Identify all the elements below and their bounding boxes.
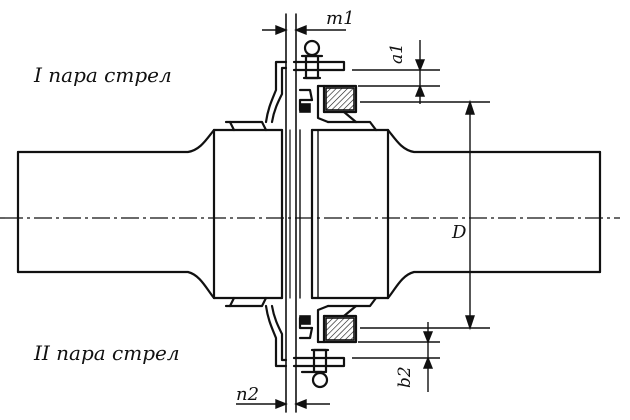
lower-target-block <box>325 317 355 341</box>
lower-left-bracket <box>264 304 346 374</box>
right-shaft <box>386 128 602 300</box>
right-half-coupling <box>310 120 390 308</box>
label-m1: m1 <box>326 8 355 29</box>
label-b2: b2 <box>395 366 415 388</box>
label-a1: a1 <box>387 43 407 64</box>
upper-bolt <box>302 39 322 80</box>
label-D: D <box>451 222 467 243</box>
dimension-D <box>360 99 490 331</box>
left-half-coupling <box>212 120 284 308</box>
label-pair-2: II пара стрел <box>33 341 180 365</box>
dimension-b2 <box>352 322 440 392</box>
lower-bolt <box>310 348 330 389</box>
lower-right-bracket <box>298 304 358 344</box>
label-n2: n2 <box>236 384 259 405</box>
left-shaft <box>16 128 216 300</box>
dimension-m1 <box>262 24 346 36</box>
dimension-n2 <box>236 398 330 410</box>
upper-target-block <box>325 87 355 111</box>
dimension-a1 <box>352 40 440 104</box>
label-pair-1: I пара стрел <box>33 63 172 87</box>
